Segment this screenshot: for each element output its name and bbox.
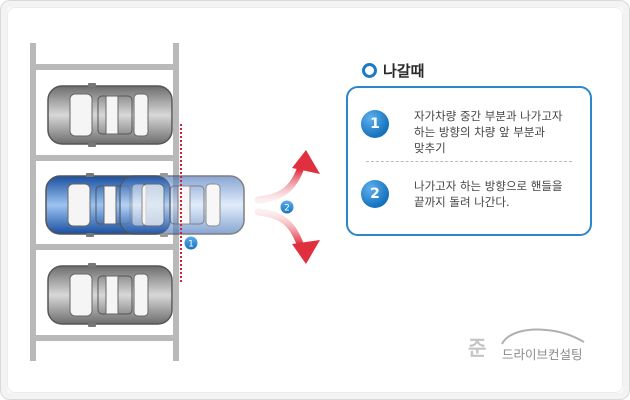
- step-2-badge: 2: [361, 180, 389, 208]
- marker-2: 2: [279, 199, 295, 215]
- step-1-line-2: 하는 방향의 차량 앞 부분과: [414, 125, 546, 139]
- exit-arrows: [254, 150, 320, 264]
- step-2-text: 나가고자 하는 방향으로 핸들을 끝까지 돌려 나간다.: [414, 178, 563, 210]
- marker-1-label: 1: [188, 240, 194, 250]
- brand-name: 드라이브컨설팅: [502, 347, 583, 362]
- parked-car-bottom: [47, 262, 173, 328]
- step-2-line-2: 끝까지 돌려 나간다.: [414, 195, 510, 209]
- car-outline-icon: [501, 328, 585, 345]
- step-1: 1 자가차량 중간 부분과 나가고자 하는 방향의 차량 앞 부분과 맞추기: [361, 108, 563, 156]
- parked-car-top: [47, 82, 173, 148]
- step-1-line-3: 맞추기: [414, 141, 446, 155]
- instruction-box: 1 자가차량 중간 부분과 나가고자 하는 방향의 차량 앞 부분과 맞추기 2…: [346, 86, 592, 236]
- step-2: 2 나가고자 하는 방향으로 핸들을 끝까지 돌려 나간다.: [361, 178, 563, 210]
- step-divider: [366, 161, 572, 162]
- circle-bullet-icon: [362, 62, 377, 78]
- marker-2-label: 2: [284, 204, 290, 214]
- step-2-line-1: 나가고자 하는 방향으로 핸들을: [414, 179, 563, 193]
- brand-mark: 준: [468, 336, 487, 360]
- marker-1: 1: [183, 235, 199, 251]
- step-1-badge: 1: [361, 110, 389, 138]
- section-heading: 나갈때: [362, 60, 424, 80]
- section-title: 나갈때: [383, 61, 425, 80]
- step-1-text: 자가차량 중간 부분과 나가고자 하는 방향의 차량 앞 부분과 맞추기: [414, 108, 563, 156]
- step-1-line-1: 자가차량 중간 부분과 나가고자: [414, 109, 563, 123]
